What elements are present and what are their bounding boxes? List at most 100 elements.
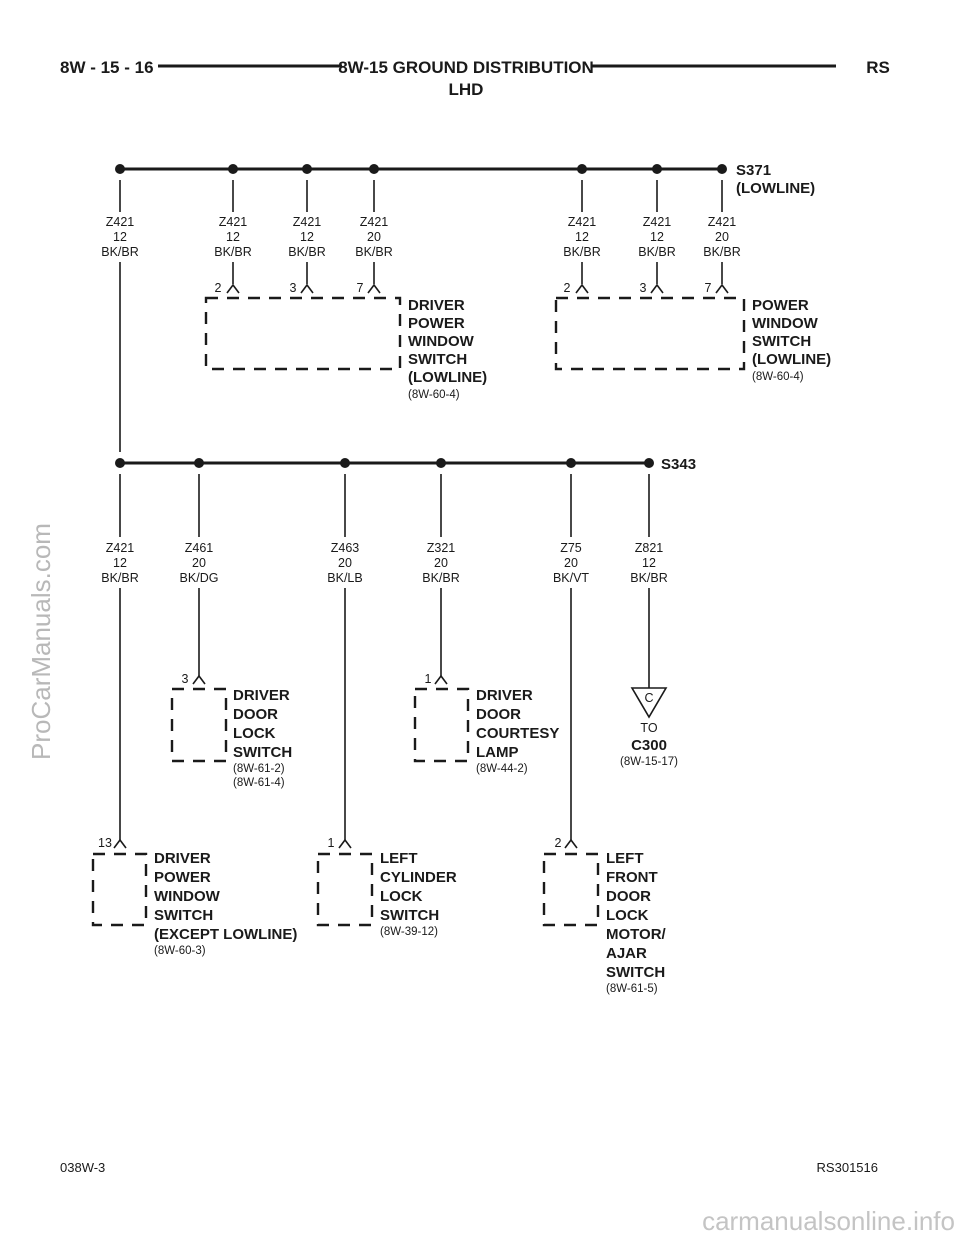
pin-number: 7 xyxy=(357,281,364,295)
component-name-line: POWER xyxy=(408,315,465,332)
connector-terminal xyxy=(564,838,578,849)
pin-number: 2 xyxy=(555,836,562,850)
connector-terminal xyxy=(434,674,448,685)
connector-to: TO xyxy=(640,721,657,735)
component-name-line: WINDOW xyxy=(752,315,819,332)
component-left-cylinder-lock-switch: LEFT CYLINDER LOCK SWITCH (8W-39-12) xyxy=(316,850,457,938)
wire-circuit: Z421 xyxy=(360,215,389,229)
component-reference: (8W-44-2) xyxy=(476,763,528,775)
splice-s371-name: S371 xyxy=(736,162,771,179)
connector-letter: C xyxy=(644,691,653,705)
component-name-line: FRONT xyxy=(606,869,658,886)
component-name-line: SWITCH xyxy=(380,907,439,924)
splice-node xyxy=(340,458,350,468)
page-footer: 038W-3 RS301516 xyxy=(60,1160,878,1175)
lower-wires: 13 3 1 1 2 xyxy=(98,588,650,850)
splice-node xyxy=(369,164,379,174)
wire-circuit: Z821 xyxy=(635,541,664,555)
component-name-line: CYLINDER xyxy=(380,869,457,886)
component-name-line: POWER xyxy=(154,869,211,886)
component-name-line: DRIVER xyxy=(154,850,211,867)
wire-color: BK/BR xyxy=(563,245,601,259)
wire-gauge: 20 xyxy=(434,556,448,570)
component-name-line: DOOR xyxy=(606,888,651,905)
wire-circuit: Z421 xyxy=(106,215,135,229)
connector-reference-c300: C TO C300 (8W-15-17) xyxy=(620,687,678,768)
wire-gauge: 12 xyxy=(113,230,127,244)
wire-color: BK/BR xyxy=(101,245,139,259)
splice-node xyxy=(228,164,238,174)
component-outline xyxy=(316,852,374,927)
splice-s371: S371 (LOWLINE) xyxy=(115,162,815,197)
wire-color: BK/VT xyxy=(553,571,589,585)
top-component-wires: 2 3 7 2 3 7 xyxy=(119,262,729,452)
component-outline xyxy=(170,687,228,763)
component-name-line: DRIVER xyxy=(233,687,290,704)
wire-gauge: 12 xyxy=(650,230,664,244)
connector-terminal xyxy=(650,283,664,294)
component-power-window-switch-lowline: POWER WINDOW SWITCH (LOWLINE) (8W-60-4) xyxy=(554,296,831,383)
pin-number: 7 xyxy=(705,281,712,295)
component-name-line: SWITCH xyxy=(154,907,213,924)
component-name-line: SWITCH xyxy=(606,964,665,981)
component-name-line: WINDOW xyxy=(154,888,221,905)
connector-triangle xyxy=(630,687,668,719)
splice-node xyxy=(194,458,204,468)
mid-wire-labels: Z421 12 BK/BR Z461 20 BK/DG Z463 20 BK/L… xyxy=(101,474,668,585)
pin-number: 1 xyxy=(425,672,432,686)
component-name-line: MOTOR/ xyxy=(606,926,667,943)
splice-s371-note: (LOWLINE) xyxy=(736,180,815,197)
component-reference: (8W-60-4) xyxy=(408,389,460,401)
component-driver-power-window-switch-except-lowline: DRIVER POWER WINDOW SWITCH (EXCEPT LOWLI… xyxy=(91,850,297,957)
wire-color: BK/DG xyxy=(180,571,219,585)
splice-node xyxy=(577,164,587,174)
splice-node xyxy=(302,164,312,174)
wire-circuit: Z463 xyxy=(331,541,360,555)
wire-gauge: 20 xyxy=(564,556,578,570)
component-name-line: (LOWLINE) xyxy=(408,369,487,386)
component-name-line: (LOWLINE) xyxy=(752,351,831,368)
component-left-front-door-lock-motor-ajar-switch: LEFT FRONT DOOR LOCK MOTOR/ AJAR SWITCH … xyxy=(542,850,667,995)
wire-circuit: Z421 xyxy=(708,215,737,229)
component-name-line: DRIVER xyxy=(408,297,465,314)
component-name-line: DOOR xyxy=(233,706,278,723)
component-name-line: AJAR xyxy=(606,945,647,962)
component-reference: (8W-60-3) xyxy=(154,945,206,957)
component-name-line: POWER xyxy=(752,297,809,314)
connector-page-ref: (8W-15-17) xyxy=(620,756,678,768)
pin-number: 3 xyxy=(290,281,297,295)
component-outline xyxy=(91,852,148,927)
component-name-line: LEFT xyxy=(606,850,644,867)
component-name-line: LOCK xyxy=(380,888,423,905)
component-name-line: DOOR xyxy=(476,706,521,723)
component-reference: (8W-60-4) xyxy=(752,371,804,383)
wire-gauge: 12 xyxy=(642,556,656,570)
connector-terminal xyxy=(338,838,352,849)
connector-name: C300 xyxy=(631,737,667,754)
component-name-line: LEFT xyxy=(380,850,418,867)
connector-terminal xyxy=(575,283,589,294)
splice-node xyxy=(644,458,654,468)
component-name-line: LOCK xyxy=(233,725,276,742)
component-name-line: COURTESY xyxy=(476,725,559,742)
wire-color: BK/BR xyxy=(101,571,139,585)
wire-color: BK/BR xyxy=(422,571,460,585)
component-reference: (8W-61-5) xyxy=(606,983,658,995)
page-number: 8W - 15 - 16 xyxy=(60,58,154,77)
wire-circuit: Z321 xyxy=(427,541,456,555)
component-name-line: LOCK xyxy=(606,907,649,924)
component-reference: (8W-61-4) xyxy=(233,777,285,789)
page-subtitle: LHD xyxy=(449,80,484,99)
top-wire-labels: Z421 12 BK/BR Z421 12 BK/BR Z421 12 BK/B… xyxy=(101,180,741,259)
component-name-line: DRIVER xyxy=(476,687,533,704)
page-header: 8W - 15 - 16 8W-15 GROUND DISTRIBUTION R… xyxy=(60,58,890,99)
pin-number: 1 xyxy=(328,836,335,850)
component-driver-power-window-switch-lowline: DRIVER POWER WINDOW SWITCH (LOWLINE) (8W… xyxy=(204,296,487,401)
splice-s343: S343 xyxy=(115,456,696,473)
wire-color: BK/BR xyxy=(214,245,252,259)
wire-circuit: Z421 xyxy=(219,215,248,229)
wire-color: BK/BR xyxy=(355,245,393,259)
pin-number: 3 xyxy=(640,281,647,295)
splice-s343-name: S343 xyxy=(661,456,696,473)
